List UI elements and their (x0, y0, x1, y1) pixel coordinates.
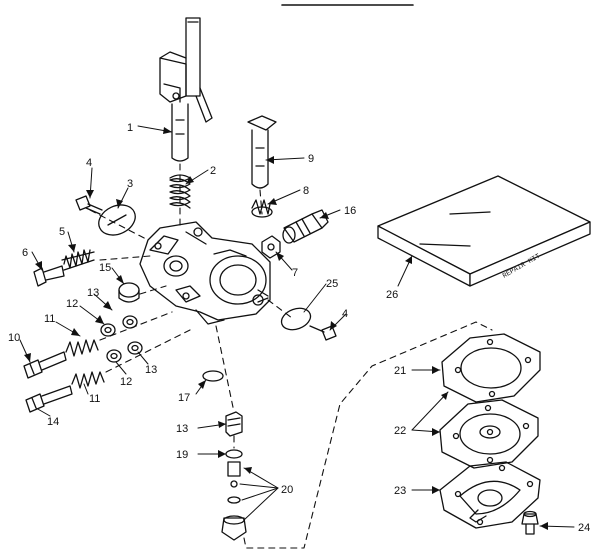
callout-24: 24 (578, 522, 590, 534)
part-21-gasket (441, 333, 541, 403)
callout-13-middle: 13 (145, 364, 157, 376)
part-24-screw (521, 510, 539, 535)
part-26-repair-kit: REPAIR KIT (377, 175, 591, 287)
callout-4-lower: 4 (342, 308, 348, 320)
callout-21: 21 (394, 365, 406, 377)
callout-19: 19 (176, 449, 188, 461)
part-12-13-washers (100, 315, 143, 363)
part-17-cap (202, 370, 224, 382)
part-14-needle (25, 385, 73, 413)
arrowheads (24, 127, 548, 530)
part-23-cover (439, 461, 541, 529)
part-2-spring (169, 174, 191, 209)
callout-13-lower: 13 (176, 423, 188, 435)
callout-15: 15 (99, 262, 111, 274)
callout-1: 1 (127, 122, 133, 134)
part-20-jet-parts (221, 461, 247, 541)
carburetor-body (139, 221, 271, 325)
callout-5: 5 (59, 226, 65, 238)
callout-23: 23 (394, 485, 406, 497)
part-7-nut (261, 235, 281, 259)
callout-14: 14 (47, 416, 59, 428)
callout-12-upper: 12 (66, 298, 78, 310)
callout-7: 7 (292, 267, 298, 279)
part-16-fitting (282, 209, 329, 244)
callout-9: 9 (308, 153, 314, 165)
callout-11-lower: 11 (89, 393, 100, 405)
callout-8: 8 (303, 185, 309, 197)
callout-2: 2 (210, 165, 216, 177)
callout-13-upper: 13 (87, 287, 99, 299)
part-22-diaphragm (439, 399, 539, 469)
part-25-choke-plate (280, 307, 312, 331)
part-10-needle (23, 351, 67, 379)
part-3-throttle-plate (98, 204, 136, 236)
callout-11-upper: 11 (44, 313, 55, 325)
callout-4-upper: 4 (86, 157, 92, 169)
callout-10: 10 (8, 332, 20, 344)
part-11-springs (65, 339, 105, 389)
part-5-spring (61, 249, 95, 271)
part-9-choke-shaft (247, 115, 277, 189)
callout-12-lower: 12 (120, 376, 132, 388)
callout-25: 25 (326, 278, 338, 290)
part-8-spring (251, 199, 273, 218)
callout-22: 22 (394, 425, 406, 437)
callout-26: 26 (386, 289, 398, 301)
callout-17: 17 (178, 392, 190, 404)
part-19-o-ring (225, 449, 243, 459)
part-15-plug (118, 282, 140, 303)
part-1-throttle-shaft (159, 17, 213, 162)
callout-20: 20 (281, 484, 293, 496)
callout-labels: 1 2 3 4 5 6 7 8 9 10 11 11 12 12 13 13 1… (8, 122, 590, 534)
part-4-screw-lower (309, 325, 337, 341)
callout-16: 16 (344, 205, 356, 217)
assembly-dashed-lines (89, 163, 493, 549)
callout-3: 3 (127, 178, 133, 190)
part-13-jet (225, 411, 243, 437)
callout-6: 6 (22, 247, 28, 259)
part-4-screw-upper (75, 195, 103, 215)
part-6-idle-screw (33, 265, 65, 287)
